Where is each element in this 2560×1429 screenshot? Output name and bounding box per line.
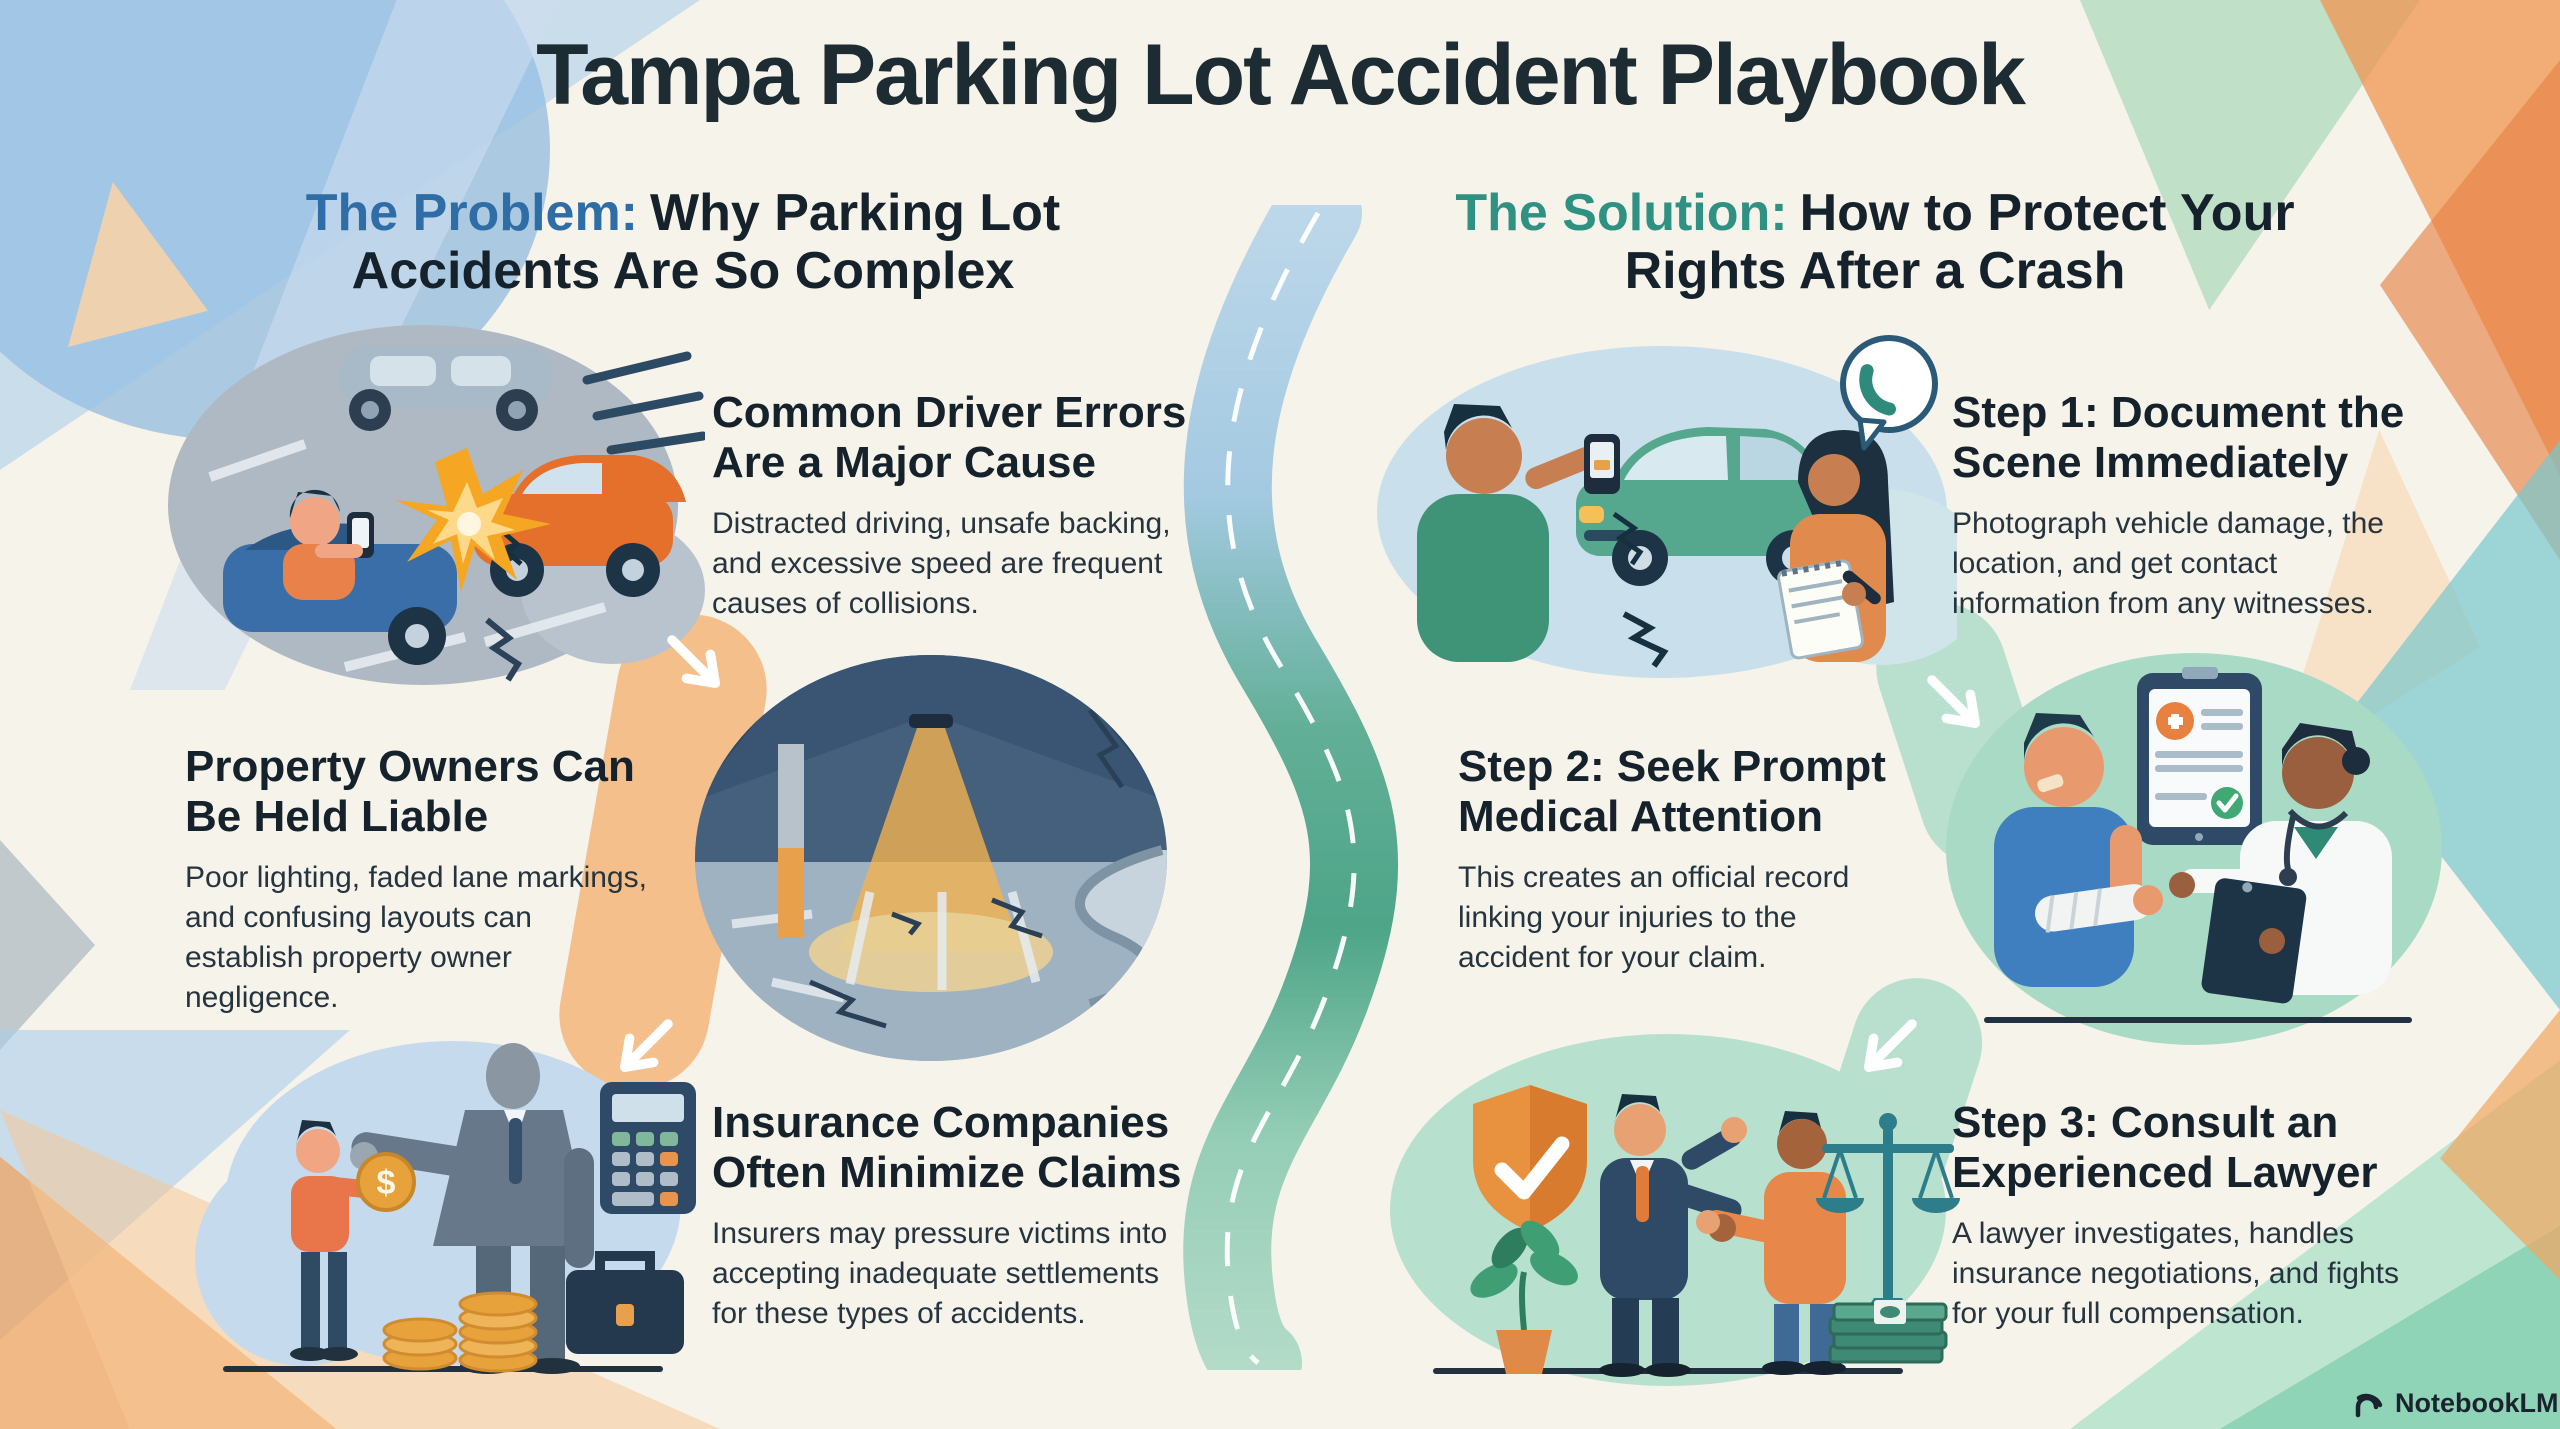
client-figure <box>1696 1111 1846 1375</box>
potted-plant-icon <box>1470 1220 1578 1374</box>
calculator-icon <box>600 1082 696 1214</box>
medical-record-tablet-icon <box>2137 667 2262 845</box>
lawyer-figure <box>1599 1094 1747 1377</box>
solution-item-3-text: Step 3: Consult an Experienced Lawyer A … <box>1952 1098 2442 1334</box>
notepad-icon <box>1777 559 1865 660</box>
solution-item-2-text: Step 2: Seek Prompt Medical Attention Th… <box>1458 742 1898 978</box>
solution-item-3-body: A lawyer investigates, handles insurance… <box>1952 1217 2399 1331</box>
solution-item-2-title: Step 2: Seek Prompt Medical Attention <box>1458 742 1886 842</box>
car-crash-illustration <box>168 325 705 685</box>
flow-arrow-solution-1-to-2 <box>1927 675 1980 728</box>
damaged-green-car <box>1576 427 1838 586</box>
problem-item-2-body: Poor lighting, faded lane markings, and … <box>185 861 647 1014</box>
flow-arrow-problem-1-to-2 <box>667 635 720 688</box>
corner-decoration-bottom-right-orange <box>2440 1010 2560 1280</box>
solution-item-1-body: Photograph vehicle damage, the location,… <box>1952 507 2384 621</box>
pavement-crack <box>1622 611 1669 668</box>
solution-item-3-title: Step 3: Consult an Experienced Lawyer <box>1952 1098 2378 1198</box>
solution-column-heading: The Solution:How to Protect Your Rights … <box>1450 184 2300 300</box>
dollar-coin-label: $ <box>377 1164 396 1202</box>
problem-item-1-body: Distracted driving, unsafe backing, and … <box>712 507 1171 621</box>
damage-crack <box>1612 511 1644 566</box>
lawyer-consultation-illustration <box>1390 1034 1960 1386</box>
notebooklm-watermark: NotebookLM <box>2352 1386 2558 1420</box>
shield-check-icon <box>1473 1085 1587 1232</box>
pole <box>778 744 804 862</box>
bandage-icon <box>2037 774 2064 793</box>
light-cone <box>840 728 1022 952</box>
flow-arrow-problem-2-to-3 <box>620 1019 673 1072</box>
problem-heading-accent: The Problem: <box>305 184 638 242</box>
problem-item-3-text: Insurance Companies Often Minimize Claim… <box>712 1098 1202 1334</box>
garage-light-fixture <box>909 714 953 728</box>
phone-call-bubble-icon <box>1840 335 1938 451</box>
winding-road-divider <box>1183 205 1399 1370</box>
problem-item-2-title: Property Owners Can Be Held Liable <box>185 742 635 842</box>
problem-column-heading: The Problem:Why Parking Lot Accidents Ar… <box>258 184 1108 300</box>
dollar-coin-icon: $ <box>356 1152 416 1212</box>
medical-attention-illustration <box>1946 653 2442 1045</box>
solution-item-2-body: This creates an official record linking … <box>1458 861 1850 975</box>
faded-lane-markings <box>731 890 1041 1003</box>
corner-decoration-left-gray-triangle <box>0 840 95 1050</box>
solution-item-1-title: Step 1: Document the Scene Immediately <box>1952 388 2405 488</box>
arm-cast-icon <box>2035 884 2164 933</box>
clipboard-icon <box>2201 878 2307 1004</box>
solution-item-1-text: Step 1: Document the Scene Immediately P… <box>1952 388 2432 624</box>
ground-line <box>1984 1017 2412 1023</box>
speed-lines <box>582 351 705 455</box>
watermark-brand-label: NotebookLM <box>2395 1387 2559 1418</box>
notebooklm-logo-icon <box>2355 1393 2383 1418</box>
problem-item-1-title: Common Driver Errors Are a Major Cause <box>712 388 1187 488</box>
man-photographing <box>1417 404 1620 662</box>
parking-garage-illustration <box>695 655 1167 1061</box>
solution-heading-accent: The Solution: <box>1455 184 1788 242</box>
woman-taking-notes <box>1777 430 1894 662</box>
money-stack-icon <box>1828 1300 1948 1364</box>
problem-item-1-text: Common Driver Errors Are a Major Cause D… <box>712 388 1192 624</box>
problem-item-2-text: Property Owners Can Be Held Liable Poor … <box>185 742 655 1018</box>
problem-item-3-title: Insurance Companies Often Minimize Claim… <box>712 1098 1182 1198</box>
flow-arrow-solution-2-to-3 <box>1864 1019 1917 1072</box>
problem-item-3-body: Insurers may pressure victims into accep… <box>712 1217 1168 1331</box>
injured-patient-figure <box>1994 713 2164 987</box>
document-scene-illustration <box>1377 335 1957 678</box>
cracks <box>809 708 1125 1029</box>
page-title: Tampa Parking Lot Accident Playbook <box>536 27 2026 123</box>
